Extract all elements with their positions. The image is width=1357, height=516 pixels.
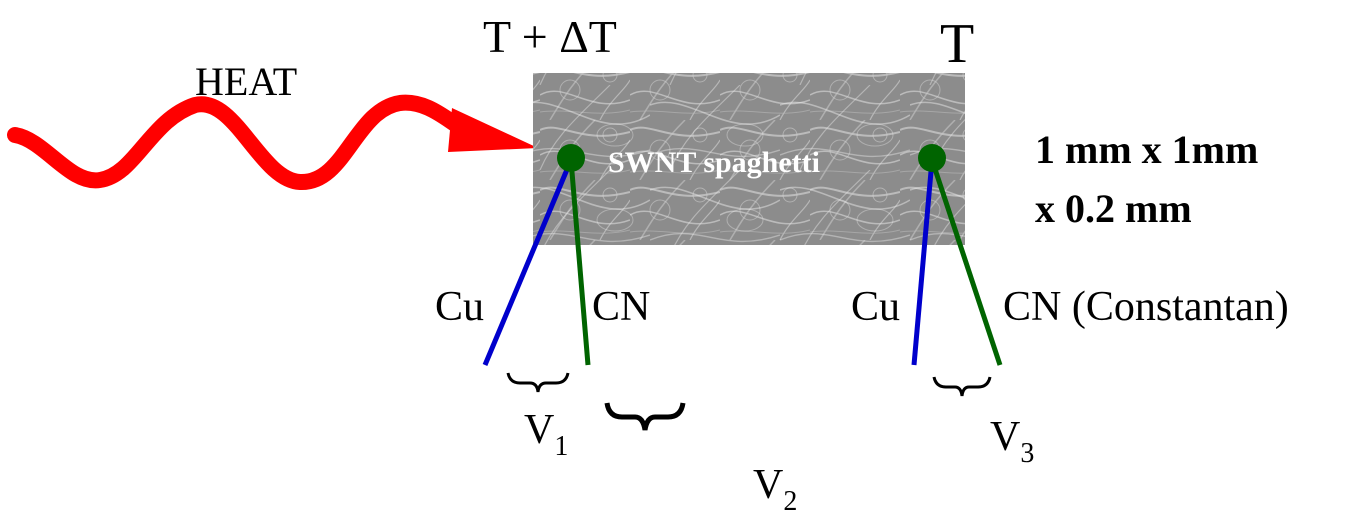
v1-curly-brace-icon (506, 372, 570, 393)
cold-side-label: T (940, 13, 974, 75)
wavy-arrow-icon (7, 94, 538, 190)
right-cn-label: CN (Constantan) (1003, 284, 1289, 330)
heat-label: HEAT (195, 59, 297, 104)
right-copper-wire (911, 159, 935, 366)
v1-label: V1 (524, 407, 568, 462)
dimensions-line-1: 1 mm x 1mm (1035, 127, 1258, 172)
left-copper-wire (482, 159, 574, 366)
left-cu-label: Cu (435, 284, 484, 330)
dimensions-line-2: x 0.2 mm (1035, 186, 1192, 231)
hot-side-label: T + ΔT (483, 11, 617, 62)
left-constantan-wire (568, 159, 591, 366)
swnt-sample (533, 73, 965, 245)
v2-curly-brace-icon (604, 402, 686, 431)
left-cn-label: CN (592, 284, 650, 330)
v3-label: V3 (990, 414, 1034, 469)
left-junction-dot-icon (557, 144, 585, 172)
sample-label: SWNT spaghetti (608, 146, 820, 179)
right-constantan-wire (929, 159, 1003, 366)
v2-label: V2 (753, 462, 797, 516)
v3-curly-brace-icon (932, 376, 992, 397)
right-cu-label: Cu (851, 284, 900, 330)
right-junction-dot-icon (918, 144, 946, 172)
